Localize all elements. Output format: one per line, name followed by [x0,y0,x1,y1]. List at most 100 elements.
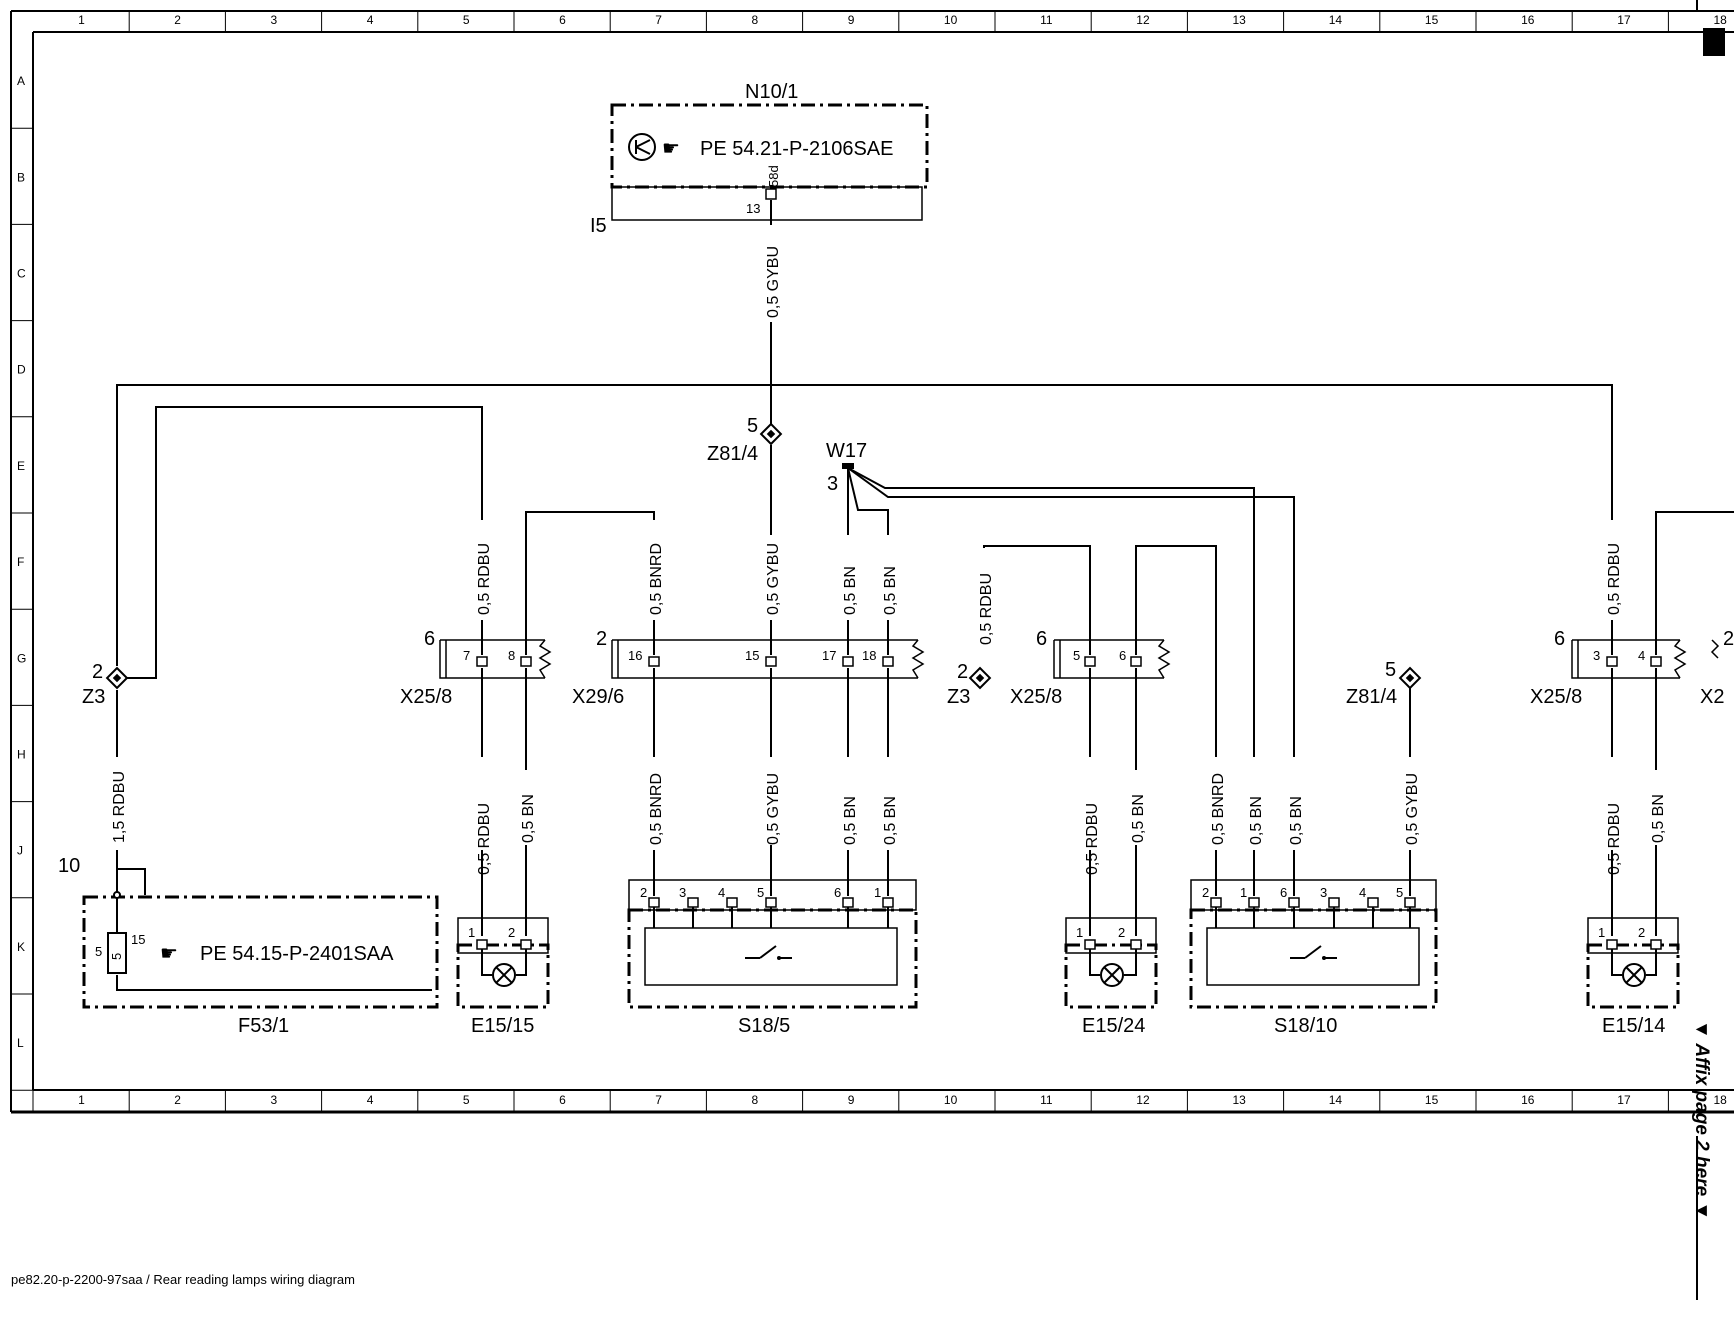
column-label-top-8: 8 [752,13,759,27]
x25-8-b-housing: 6 [1036,628,1047,650]
s18-10-pin-5: 5 [1396,885,1403,900]
x29-6-pin-17: 17 [822,648,836,663]
pointing-hand-icon: ☛ [160,943,178,965]
column-label-bottom-14: 14 [1329,1093,1343,1107]
component-w17: W17 3 [826,440,867,495]
column-label-top-13: 13 [1233,13,1247,27]
wire-label-bn-j-e15-14: 0,5 BN [1650,794,1667,843]
f53-1-pin: 10 [58,855,80,877]
wire-label-bn-j-s18-10-1: 0,5 BN [1248,796,1265,845]
column-label-bottom-3: 3 [271,1093,278,1107]
e15-14-label: E15/14 [1602,1015,1665,1037]
s18-5-pin-box [648,897,660,908]
footer-caption: pe82.20-p-2200-97saa / Rear reading lamp… [11,1272,355,1287]
e15-15-pin-2: 2 [508,925,515,940]
x25-8-b-pin-5: 5 [1073,648,1080,663]
lamp-icon [492,963,516,987]
column-label-bottom-4: 4 [367,1093,374,1107]
row-label-A: A [17,74,25,88]
w17-label: W17 [826,440,867,462]
s18-5-pin-6: 6 [834,885,841,900]
s18-5-pin-box [726,897,738,908]
wire-label-bnrd-f: 0,5 BNRD [648,543,665,615]
connector-x29-partial: 2 X2 [1700,628,1734,708]
connector-x25-8-c: 6 3 4 X25/8 [1530,628,1687,708]
column-label-top-12: 12 [1136,13,1150,27]
wire-label-rdbu-j-e15-15: 0,5 RDBU [476,803,493,875]
column-label-top-18: 18 [1714,13,1728,27]
e15-24-pin-2: 2 [1118,925,1125,940]
f53-1-reference: PE 54.15-P-2401SAA [200,943,394,965]
component-e15-24: 1 2 E15/24 [1064,917,1158,1037]
z3-left-label: Z3 [82,686,105,708]
s18-10-label: S18/10 [1274,1015,1337,1037]
n10-1-terminal: 58d [766,165,781,187]
lamp-icon [1100,963,1124,987]
frame [10,0,1734,1300]
s18-5-pin-2: 2 [640,885,647,900]
wire-label-rdbu-f-x25a: 0,5 RDBU [476,543,493,615]
z81-4-right-pin: 5 [1385,659,1396,681]
f53-1-fuse-left: 5 [95,944,102,959]
x25-8-c-label: X25/8 [1530,686,1582,708]
wire-label-rdbu-j-e15-24: 0,5 RDBU [1084,803,1101,875]
z81-4-top-pin: 5 [747,415,758,437]
s18-10-pin-box [1210,897,1222,908]
column-label-top-7: 7 [655,13,662,27]
z3-mid-label: Z3 [947,686,970,708]
row-label-C: C [17,267,26,281]
x29-partial-label: X2 [1700,686,1724,708]
column-label-top-3: 3 [271,13,278,27]
switch-icon [1290,945,1337,960]
x29-partial-housing: 2 [1723,628,1734,650]
z81-4-top-label: Z81/4 [707,443,758,465]
s18-5-pin-box [687,897,699,908]
component-e15-15: 1 2 E15/15 [456,917,550,1037]
column-label-top-4: 4 [367,13,374,27]
s18-10-pin-4: 4 [1359,885,1366,900]
s18-5-pin-box [765,897,777,908]
wire-label-bn-j-1: 0,5 BN [842,796,859,845]
s18-10-pin-box [1404,897,1416,908]
row-label-J: J [17,844,23,858]
z81-4-right-label: Z81/4 [1346,686,1397,708]
s18-5-pin-1: 1 [874,885,881,900]
n10-1-label: N10/1 [745,81,798,103]
lamp-icon [1622,963,1646,987]
wire-labels: 0,5 GYBU 0,5 RDBU 0,5 BNRD 0,5 GYBU 0,5 … [111,246,1667,875]
wire-label-gybu-f: 0,5 GYBU [765,543,782,615]
row-label-H: H [17,748,26,762]
page-edge-marker [1703,28,1725,56]
wire-label-rdbu-z3-mid: 0,5 RDBU [978,573,995,645]
column-label-top-1: 1 [78,13,85,27]
x25-8-a-pin-8: 8 [508,648,515,663]
w17-pin: 3 [827,473,838,495]
column-label-bottom-1: 1 [78,1093,85,1107]
s18-10-pin-box [1288,897,1300,908]
e15-15-pin-1: 1 [468,925,475,940]
component-e15-14: 1 2 E15/14 [1586,917,1680,1037]
wire-label-gybu-j: 0,5 GYBU [765,773,782,845]
column-label-top-16: 16 [1521,13,1535,27]
row-label-F: F [17,555,24,569]
component-z3-mid: 2 Z3 [947,661,992,708]
wire-label-rdbu-f-right: 0,5 RDBU [1606,543,1623,615]
row-label-B: B [17,170,25,184]
pointing-hand-icon: ☛ [662,138,680,160]
transistor-icon [628,133,656,161]
x25-8-c-pin-3: 3 [1593,648,1600,663]
column-label-bottom-15: 15 [1425,1093,1439,1107]
grid-labels: 1122334455667788991010111112121313141415… [11,11,1728,1112]
s18-10-pin-box [1328,897,1340,908]
s18-10-pin-2: 2 [1202,885,1209,900]
column-label-bottom-17: 17 [1617,1093,1631,1107]
column-label-top-14: 14 [1329,13,1343,27]
e15-15-label: E15/15 [471,1015,534,1037]
column-label-top-5: 5 [463,13,470,27]
s18-10-pin-1: 1 [1240,885,1247,900]
wire-label-bn-j-e15-24: 0,5 BN [1130,794,1147,843]
wire-label-rdbu-15: 1,5 RDBU [111,771,128,843]
